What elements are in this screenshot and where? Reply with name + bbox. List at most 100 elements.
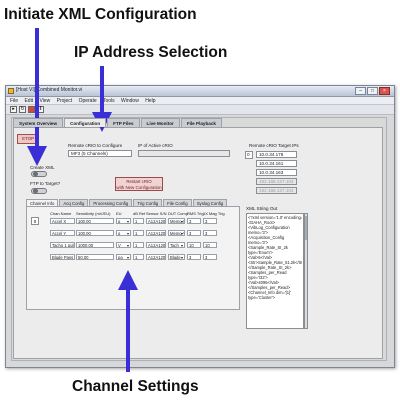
cell-sensor-sn[interactable]: A12A120	[146, 218, 166, 224]
window-title: [Host VI] Combined Monitor.vi	[16, 87, 83, 93]
subtab-processing-config[interactable]: Processing Config	[89, 199, 133, 206]
cell-eu[interactable]: g	[116, 218, 131, 224]
menu-tools[interactable]: Tools	[102, 98, 115, 104]
cell-dut-comp[interactable]: Blade	[168, 254, 185, 260]
cell-sensitivity[interactable]: 50.00	[76, 254, 114, 260]
tab-live-monitor[interactable]: Live Monitor	[140, 118, 180, 127]
toggle-knob	[33, 189, 38, 193]
cell-sensitivity[interactable]: 100.00	[76, 230, 114, 236]
xml-string-output[interactable]: <?xml version='1.0' encoding='UTF-8'?> <…	[246, 213, 304, 329]
toolbar: ▸ ↻ ‖	[6, 105, 394, 115]
target-ip-row[interactable]: 10.0.34.163	[256, 169, 297, 176]
cell-rms-trig[interactable]: 3	[187, 254, 201, 260]
col-header-rms-trig: RMS Trig	[187, 211, 204, 216]
remote-crio-select[interactable]: MF3 (5 Channels)	[68, 150, 132, 157]
cell-1x-mag-trig[interactable]: 3	[203, 230, 217, 236]
app-icon	[8, 88, 14, 94]
run-arrow-icon[interactable]: ▸	[10, 106, 17, 113]
cell-chan-name[interactable]: Accel X	[50, 218, 75, 224]
target-ip-row[interactable]: 192.168.137.103	[256, 178, 297, 185]
cell-sensor-sn[interactable]: A12A120	[146, 230, 166, 236]
menu-window[interactable]: Window	[121, 98, 139, 104]
ftp-toggle[interactable]	[31, 188, 47, 194]
close-button[interactable]: ×	[379, 87, 390, 95]
callout-initiate-xml: Initiate XML Configuration	[4, 6, 197, 23]
target-ip-row[interactable]: 10.0.34.161	[256, 160, 297, 167]
title-bar: [Host VI] Combined Monitor.vi – □ ×	[6, 86, 394, 97]
subtab-acq-config[interactable]: Acq Config	[59, 199, 89, 206]
tab-file-playback[interactable]: File Playback	[180, 118, 222, 127]
cell-db-ref[interactable]: 1	[133, 242, 144, 248]
menu-project[interactable]: Project	[56, 98, 73, 104]
cell-chan-name[interactable]: Accel Y	[50, 230, 75, 236]
remote-crio-label: Remote cRIO to Configure	[68, 143, 123, 148]
stop-button[interactable]: STOP	[17, 134, 39, 144]
run-continuous-icon[interactable]: ↻	[19, 106, 26, 113]
cell-1x-mag-trig[interactable]: 3	[203, 254, 217, 260]
create-xml-toggle[interactable]	[31, 171, 47, 177]
xml-line: <Val>4096</Val>	[248, 280, 280, 285]
channel-array-index[interactable]: 0	[31, 217, 39, 225]
subtab-file-config[interactable]: File Config	[163, 199, 192, 206]
cell-rms-trig[interactable]: 3	[187, 230, 201, 236]
menu-edit[interactable]: Edit	[24, 98, 34, 104]
xml-line: <?xml version='1.0' encoding='UTF-8'?>	[248, 215, 302, 220]
xml-line: </Sample_Rate_SI_2k>	[248, 265, 292, 270]
active-ip-field	[138, 150, 230, 157]
tab-system-overview[interactable]: System Overview	[13, 118, 64, 127]
menu-help[interactable]: Help	[145, 98, 156, 104]
col-header-dut-comp: DUT Comp	[168, 211, 188, 216]
cell-dut-comp[interactable]: Memo Y	[168, 230, 185, 236]
minimize-button[interactable]: –	[355, 87, 366, 95]
subtab-syslog-config[interactable]: Syslog Config	[192, 199, 228, 206]
subtab-trig-config[interactable]: Trig Config	[133, 199, 163, 206]
cell-1x-mag-trig[interactable]: 10	[203, 242, 217, 248]
cell-eu[interactable]: g	[116, 230, 131, 236]
tab-ftp-files[interactable]: FTP Files	[107, 118, 140, 127]
cell-chan-name[interactable]: Blade Pass	[50, 254, 75, 260]
cell-1x-mag-trig[interactable]: 3	[203, 218, 217, 224]
cell-eu[interactable]: pa	[116, 254, 131, 260]
cell-chan-name[interactable]: Tacho 1 pulse	[50, 242, 75, 248]
cell-sensitivity[interactable]: 100.00	[76, 218, 114, 224]
xml-string-label: XML String Out	[246, 206, 278, 211]
pause-icon[interactable]: ‖	[37, 106, 44, 113]
toggle-knob	[33, 172, 38, 176]
col-header-chan-name: Chan Name	[50, 211, 72, 216]
cell-eu[interactable]: V	[116, 242, 131, 248]
menu-file[interactable]: File	[10, 98, 19, 104]
maximize-button[interactable]: □	[367, 87, 378, 95]
xml-line: <Str>Sample_Rate_51.2k</Str>	[248, 260, 302, 265]
cell-sensitivity[interactable]: 1000.00	[76, 242, 114, 248]
abort-icon[interactable]	[28, 106, 35, 113]
target-ips-label: Remote cRIO Target IPs	[249, 143, 299, 148]
xml-line: <Channel_Info dim='[1]'	[248, 290, 291, 295]
target-ip-index[interactable]: 0	[245, 151, 253, 159]
cell-sensor-sn[interactable]: A12A120	[146, 254, 166, 260]
xml-line: <Acquisition_Config	[248, 235, 285, 240]
menu-view[interactable]: View	[39, 98, 51, 104]
create-xml-label: Create XML	[30, 165, 55, 170]
restart-label-line2: with New Configuration	[116, 184, 162, 190]
cell-dut-comp[interactable]: Tach	[168, 242, 185, 248]
cell-sensor-sn[interactable]: A12A120	[146, 242, 166, 248]
main-tabs: System Overview Configuration FTP Files …	[13, 118, 223, 127]
restart-crio-button[interactable]: Restart cRIO with New Configuration	[115, 177, 163, 191]
cell-db-ref[interactable]: 1	[133, 230, 144, 236]
tab-configuration[interactable]: Configuration	[64, 118, 107, 127]
xml-line: <Val>5</Val>	[248, 255, 273, 260]
cell-rms-trig[interactable]: 3	[187, 218, 201, 224]
restart-label-line1: Restart cRIO	[126, 179, 152, 184]
subtab-channel-info[interactable]: Channel Info	[26, 199, 59, 206]
target-ip-row[interactable]: 192.168.137.104	[256, 187, 297, 194]
menu-operate[interactable]: Operate	[78, 98, 97, 104]
xml-line: type='Enum'>	[248, 250, 273, 255]
col-header-1x-mag-trig: 1X Mag Trig	[203, 211, 225, 216]
scrollbar-thumb[interactable]	[305, 216, 307, 240]
target-ip-row[interactable]: 10.0.34.178	[256, 151, 297, 158]
cell-rms-trig[interactable]: 10	[187, 242, 201, 248]
cell-dut-comp[interactable]: Memo X	[168, 218, 185, 224]
xml-scrollbar[interactable]	[304, 213, 308, 329]
cell-db-ref[interactable]: 1	[133, 254, 144, 260]
cell-db-ref[interactable]: 1	[133, 218, 144, 224]
